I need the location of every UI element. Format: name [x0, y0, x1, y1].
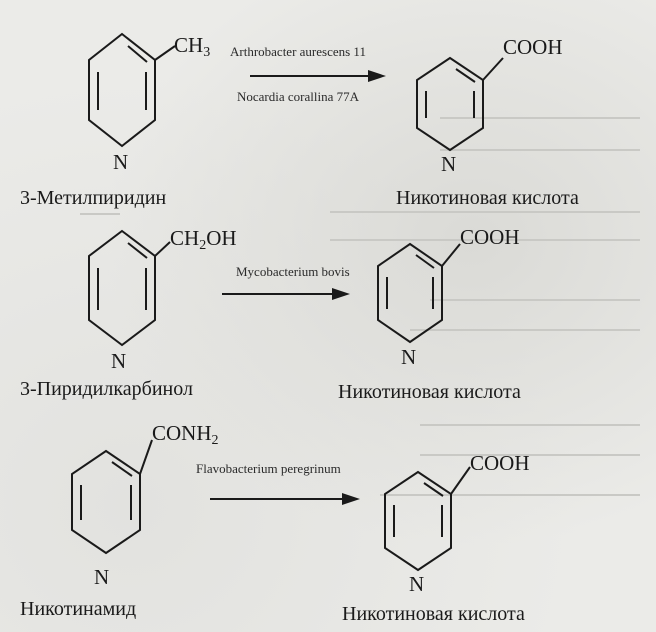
substrate-name-3-methylpyridine: 3-Метилпиридин [20, 187, 166, 209]
reaction-arrow-head [332, 288, 350, 300]
substrate-name-3-pyridylcarbinol: 3-Пиридилкарбинол [20, 378, 193, 400]
nitrogen-label: N [111, 349, 126, 373]
pyridine-ring-product-1 [416, 56, 484, 152]
nitrogen-label: N [409, 572, 424, 596]
reaction-1: CH3 N 3-Метилпиридин Arthrobacter auresc… [20, 32, 579, 209]
substrate-name-nicotinamide: Никотинамид [20, 598, 136, 620]
carboxyl-bond [441, 243, 461, 267]
substituent-amide: CONH2 [152, 421, 219, 448]
pyridine-ring-product-2 [377, 242, 443, 344]
product-name-nicotinic-acid: Никотиновая кислота [342, 603, 525, 625]
substituent-methyl: CH3 [174, 33, 210, 60]
reaction-arrow-head [368, 70, 386, 82]
product-name-nicotinic-acid: Никотиновая кислота [396, 187, 579, 209]
nitrogen-label: N [401, 345, 416, 369]
nitrogen-label: N [113, 150, 128, 174]
substituent-carboxyl: COOH [470, 451, 530, 475]
substituent-carboxyl: COOH [503, 35, 563, 59]
reaction-arrow-head [342, 493, 360, 505]
reaction-2: CH2OH N 3-Пиридилкарбинол Mycobacterium … [20, 225, 521, 403]
organism-label: Nocardia corallina 77A [237, 89, 360, 104]
pyridine-ring-substrate-1 [88, 32, 156, 148]
organism-label: Arthrobacter aurescens 11 [230, 44, 366, 59]
organism-label: Mycobacterium bovis [236, 264, 350, 279]
background-ghost-lines [80, 117, 640, 496]
pyridine-ring-substrate-2 [88, 229, 156, 347]
carboxyl-bond [450, 466, 471, 495]
pyridine-ring-product-3 [384, 470, 452, 572]
substituent-carboxyl: COOH [460, 225, 520, 249]
organism-label: Flavobacterium peregrinum [196, 461, 341, 476]
product-name-nicotinic-acid: Никотиновая кислота [338, 381, 521, 403]
reaction-3: CONH2 N Никотинамид Flavobacterium pereg… [20, 421, 530, 625]
carboxyl-bond [482, 57, 504, 81]
nitrogen-label: N [94, 565, 109, 589]
methyl-bond [154, 45, 176, 61]
hydroxymethyl-bond [154, 241, 171, 257]
pyridine-ring-substrate-3 [71, 449, 141, 555]
amide-bond [139, 439, 153, 475]
substituent-hydroxymethyl: CH2OH [170, 226, 237, 253]
nitrogen-label: N [441, 152, 456, 176]
